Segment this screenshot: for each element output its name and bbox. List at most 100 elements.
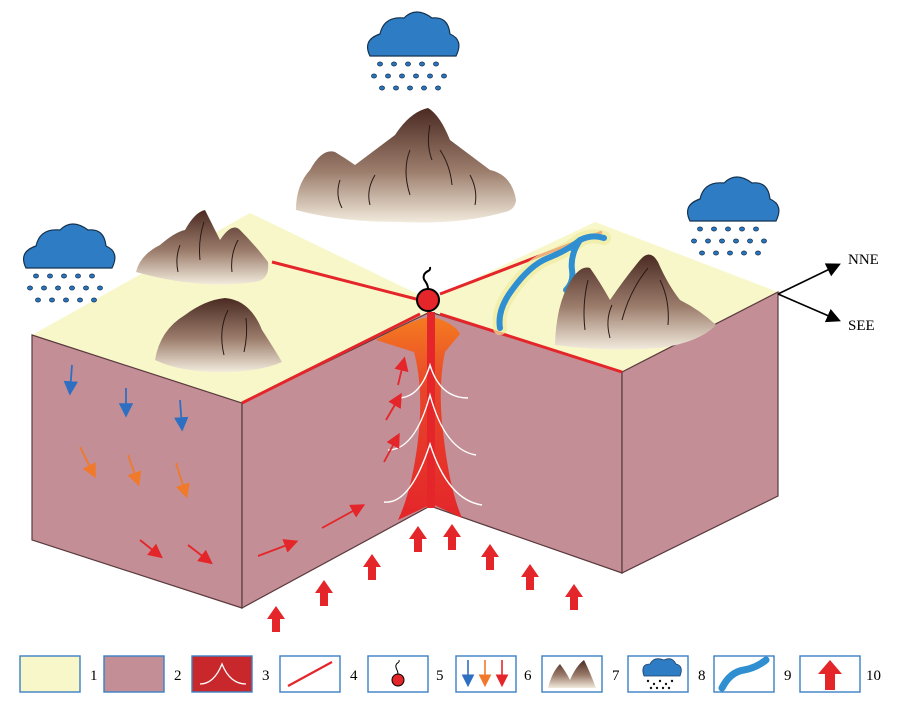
nne-arrow bbox=[777, 263, 841, 295]
rain-drop bbox=[727, 250, 733, 256]
flow-arrow-orange bbox=[127, 454, 142, 487]
heat-up-arrow bbox=[565, 584, 583, 610]
rain-drop bbox=[83, 285, 89, 291]
heat-up-arrow bbox=[481, 544, 499, 570]
spring-dot bbox=[391, 673, 405, 687]
flow-arrow-red bbox=[385, 392, 402, 421]
rain-drop bbox=[407, 85, 413, 91]
heat-up-arrow bbox=[521, 564, 539, 590]
legend-item-8: 8 bbox=[627, 655, 706, 693]
rain-drop bbox=[91, 297, 97, 303]
rain-drop bbox=[413, 73, 419, 79]
legend-number: 8 bbox=[698, 668, 706, 684]
heat-up-arrow bbox=[363, 554, 381, 580]
rain-drop bbox=[393, 85, 399, 91]
rain-drop bbox=[755, 250, 761, 256]
heat-up-arrow bbox=[443, 524, 461, 550]
flow-arrows bbox=[63, 356, 409, 565]
rain-drop bbox=[441, 73, 447, 79]
legend-river-shape bbox=[718, 656, 770, 692]
cloud-shape bbox=[23, 223, 116, 269]
legend-item-10: 10 bbox=[799, 655, 881, 693]
recharge-arrow-blue bbox=[63, 364, 78, 396]
rain-drop bbox=[741, 250, 747, 256]
rain-drop bbox=[371, 73, 377, 79]
mauve-rock-swatch-icon bbox=[103, 655, 165, 693]
rain-drop bbox=[385, 73, 391, 79]
rain-drop bbox=[75, 273, 81, 279]
fault-line-sw bbox=[241, 312, 421, 405]
fault-line-shape bbox=[287, 661, 333, 687]
legend-up-arrow-shape bbox=[818, 660, 842, 690]
blue-orange-red-arrows-icon bbox=[455, 655, 517, 693]
rain-cloud bbox=[687, 176, 780, 256]
flow-arrow-red bbox=[257, 539, 299, 557]
rain-cloud-icon bbox=[23, 11, 780, 303]
heat-curves bbox=[383, 362, 483, 506]
rain-drop bbox=[739, 226, 745, 232]
rain-drop bbox=[691, 238, 697, 244]
rain-drop bbox=[697, 226, 703, 232]
rain-drop bbox=[419, 61, 425, 67]
rain-drop bbox=[27, 285, 33, 291]
rain-drop bbox=[713, 250, 719, 256]
legend-mountain-shape bbox=[548, 660, 596, 688]
cloud-shape bbox=[367, 11, 460, 57]
rain-drop bbox=[761, 238, 767, 244]
recharge-arrow-blue bbox=[174, 399, 189, 432]
red-heat-curve-icon bbox=[191, 655, 253, 693]
rain-drop bbox=[435, 85, 441, 91]
flow-arrow-red bbox=[321, 504, 366, 529]
legend-number: 9 bbox=[784, 668, 792, 684]
pale-yellow-surface-swatch-icon bbox=[19, 655, 81, 693]
rain-drop bbox=[77, 297, 83, 303]
rain-drop bbox=[699, 250, 705, 256]
rain-cloud bbox=[23, 223, 116, 303]
rain-drop bbox=[421, 85, 427, 91]
heat-up-arrow bbox=[267, 606, 285, 632]
legend-item-7: 7 bbox=[541, 655, 620, 693]
see-arrow bbox=[777, 293, 841, 323]
rain-drop bbox=[753, 226, 759, 232]
heat-up-arrow bbox=[409, 526, 427, 552]
rain-drop bbox=[711, 226, 717, 232]
legend-item-6: 6 bbox=[455, 655, 532, 693]
legend-item-2: 2 bbox=[103, 655, 182, 693]
legend-number: 2 bbox=[174, 668, 182, 684]
rain-drop bbox=[47, 273, 53, 279]
rain-drop bbox=[41, 285, 47, 291]
rain-drop bbox=[747, 238, 753, 244]
rain-drop bbox=[399, 73, 405, 79]
legend-number: 6 bbox=[524, 668, 532, 684]
see-label: SEE bbox=[848, 318, 875, 334]
rain-drop bbox=[63, 297, 69, 303]
direction-indicator: NNE SEE bbox=[777, 252, 879, 334]
legend-number: 4 bbox=[350, 668, 358, 684]
rock-face-right bbox=[621, 291, 779, 574]
legend-item-5: 5 bbox=[367, 655, 444, 693]
flow-arrow-orange bbox=[79, 446, 96, 479]
nne-label: NNE bbox=[848, 252, 879, 268]
rain-drop bbox=[97, 285, 103, 291]
rain-drop bbox=[719, 238, 725, 244]
rain-drop bbox=[89, 273, 95, 279]
legend-number: 10 bbox=[866, 668, 881, 684]
flow-arrow-red bbox=[394, 356, 409, 386]
rain-drop bbox=[391, 61, 397, 67]
rain-drop bbox=[733, 238, 739, 244]
rain-drop bbox=[405, 61, 411, 67]
rain-drop bbox=[725, 226, 731, 232]
legend-cloud-shape bbox=[642, 658, 682, 677]
fault-line-se bbox=[439, 312, 623, 374]
legend-number: 3 bbox=[262, 668, 270, 684]
rain-drop bbox=[61, 273, 67, 279]
legend-number: 1 bbox=[90, 668, 98, 684]
mountain-icon bbox=[136, 108, 716, 372]
flow-arrow-red bbox=[139, 539, 163, 559]
legend-item-9: 9 bbox=[713, 655, 792, 693]
rain-cloud bbox=[367, 11, 460, 91]
flow-arrow-orange bbox=[175, 462, 190, 499]
cloud-shape bbox=[687, 176, 780, 222]
